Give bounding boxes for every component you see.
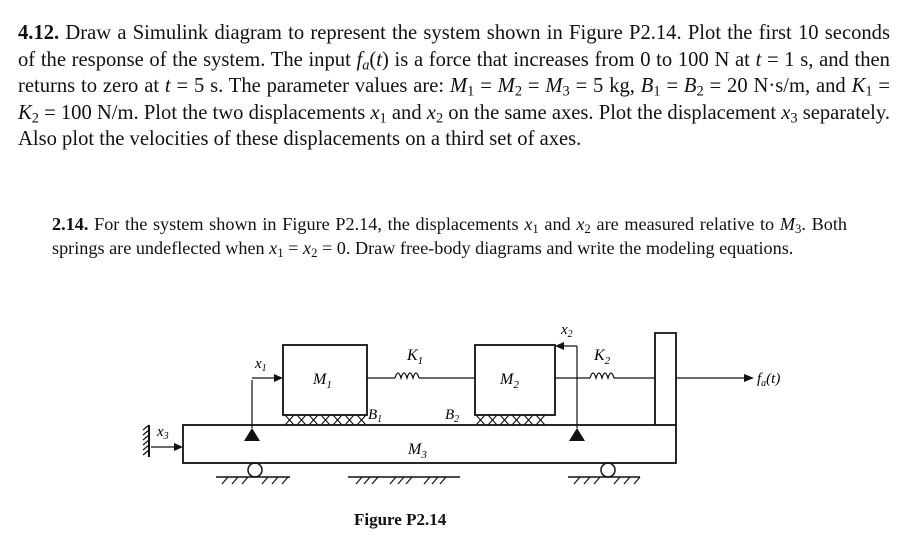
x2-label: x2 <box>560 322 573 340</box>
reference-problem-2-14: 2.14. For the system shown in Figure P2.… <box>52 213 847 260</box>
m2-label: M2 <box>499 371 519 391</box>
b1-label: B1 <box>368 407 382 425</box>
problem-body-text: Draw a Simulink diagram to represent the… <box>18 22 891 150</box>
damper-b1 <box>283 414 367 426</box>
m3-right-post <box>654 332 677 425</box>
fa-label: fa(t) <box>757 371 780 389</box>
mass-m1: M1 <box>282 344 368 416</box>
reference-triangles <box>244 346 585 441</box>
reference-number: 2.14. <box>52 214 89 234</box>
reference-body-text: For the system shown in Figure P2.14, th… <box>52 214 848 260</box>
x1-label: x1 <box>254 356 267 374</box>
k2-label: K2 <box>593 347 611 367</box>
problem-number: 4.12. <box>18 22 60 44</box>
m1-label: M1 <box>312 371 332 391</box>
wheels-and-ground <box>216 462 641 485</box>
problem-body: Draw a Simulink diagram to represent the… <box>18 22 890 150</box>
damper-b2 <box>475 414 555 426</box>
spring-k2 <box>555 372 655 381</box>
problem-4-12: 4.12. Draw a Simulink diagram to represe… <box>18 20 890 153</box>
x3-label: x3 <box>156 424 169 442</box>
x1-arrow: x1 <box>252 356 283 382</box>
mass-m2: M2 <box>474 344 556 416</box>
k1-label: K1 <box>406 347 423 367</box>
x2-arrow: x2 <box>555 322 577 350</box>
wall-left <box>142 424 150 457</box>
mass-m3: M3 <box>182 424 677 464</box>
figure-caption: Figure P2.14 <box>354 510 447 529</box>
b2-label: B2 <box>445 407 459 425</box>
force-fa-arrow: fa(t) <box>676 371 780 389</box>
x3-arrow: x3 <box>151 424 183 451</box>
spring-k1 <box>367 372 475 381</box>
m3-label: M3 <box>407 441 427 461</box>
